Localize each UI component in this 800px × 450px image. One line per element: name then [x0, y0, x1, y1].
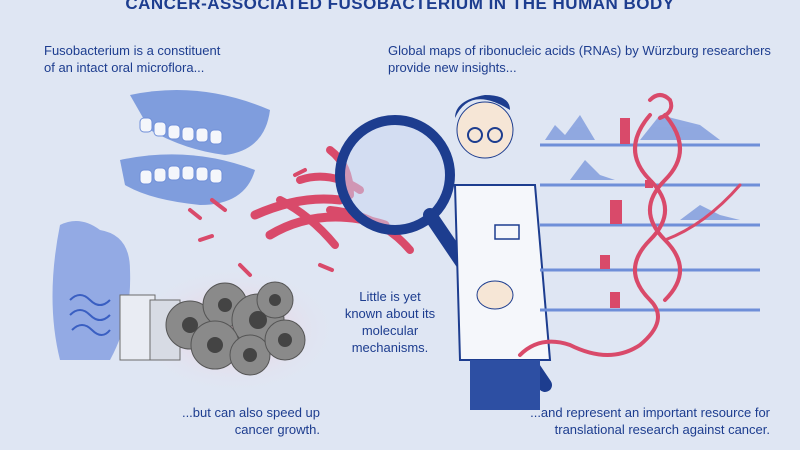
caption-mechanisms: Little is yet known about its molecular …: [344, 289, 436, 355]
rna-helix-icon: [518, 93, 742, 357]
jaw-icon: [120, 90, 270, 205]
torso-icon: [52, 221, 131, 360]
tumor-cells-icon: [119, 265, 340, 395]
caption-oral-flora: Fusobacterium is a constituent of an int…: [44, 43, 221, 75]
caption-resource: ...and represent an important resource f…: [530, 405, 770, 437]
caption-rna-maps: Global maps of ribonucleic acids (RNAs) …: [388, 43, 771, 75]
caption-cancer-growth: ...but can also speed up cancer growth.: [181, 405, 320, 437]
scientist-icon: [453, 95, 552, 410]
page-title: CANCER-ASSOCIATED FUSOBACTERIUM IN THE H…: [125, 0, 675, 13]
rna-tracks-icon: [540, 115, 760, 312]
